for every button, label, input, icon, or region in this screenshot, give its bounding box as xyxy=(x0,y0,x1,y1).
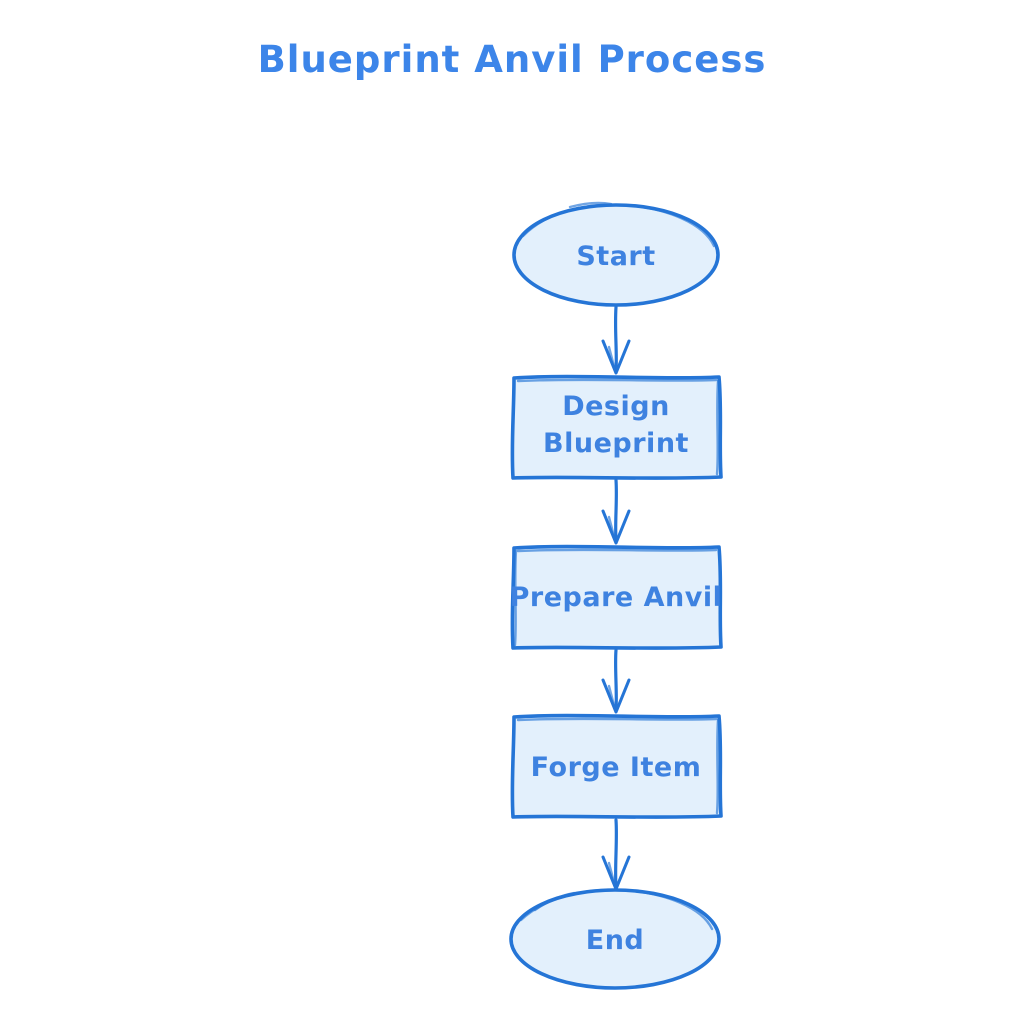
arrow-design-blueprint-to-prepare-anvil xyxy=(601,478,631,545)
node-design-blueprint-shape xyxy=(510,374,723,480)
arrow-start-to-design-blueprint xyxy=(601,305,631,375)
node-start: Start xyxy=(512,201,720,307)
node-prepare-anvil: Prepare Anvil xyxy=(510,544,723,650)
diagram-title: Blueprint Anvil Process xyxy=(258,38,767,81)
node-design-blueprint-label-line2: Blueprint xyxy=(543,428,689,459)
node-forge-item-label: Forge Item xyxy=(531,752,702,783)
node-start-label: Start xyxy=(576,241,655,272)
arrow-forge-item-to-end xyxy=(601,818,631,891)
arrow-prepare-anvil-to-forge-item xyxy=(601,648,631,714)
node-prepare-anvil-label: Prepare Anvil xyxy=(510,582,723,613)
node-design-blueprint-label-line1: Design xyxy=(562,391,670,422)
node-design-blueprint: Design Blueprint xyxy=(510,374,723,480)
node-forge-item-shape xyxy=(510,713,723,819)
node-prepare-anvil-shape xyxy=(510,544,723,650)
node-end-label: End xyxy=(586,925,645,956)
node-end: End xyxy=(509,888,721,990)
node-forge-item: Forge Item xyxy=(510,713,723,819)
